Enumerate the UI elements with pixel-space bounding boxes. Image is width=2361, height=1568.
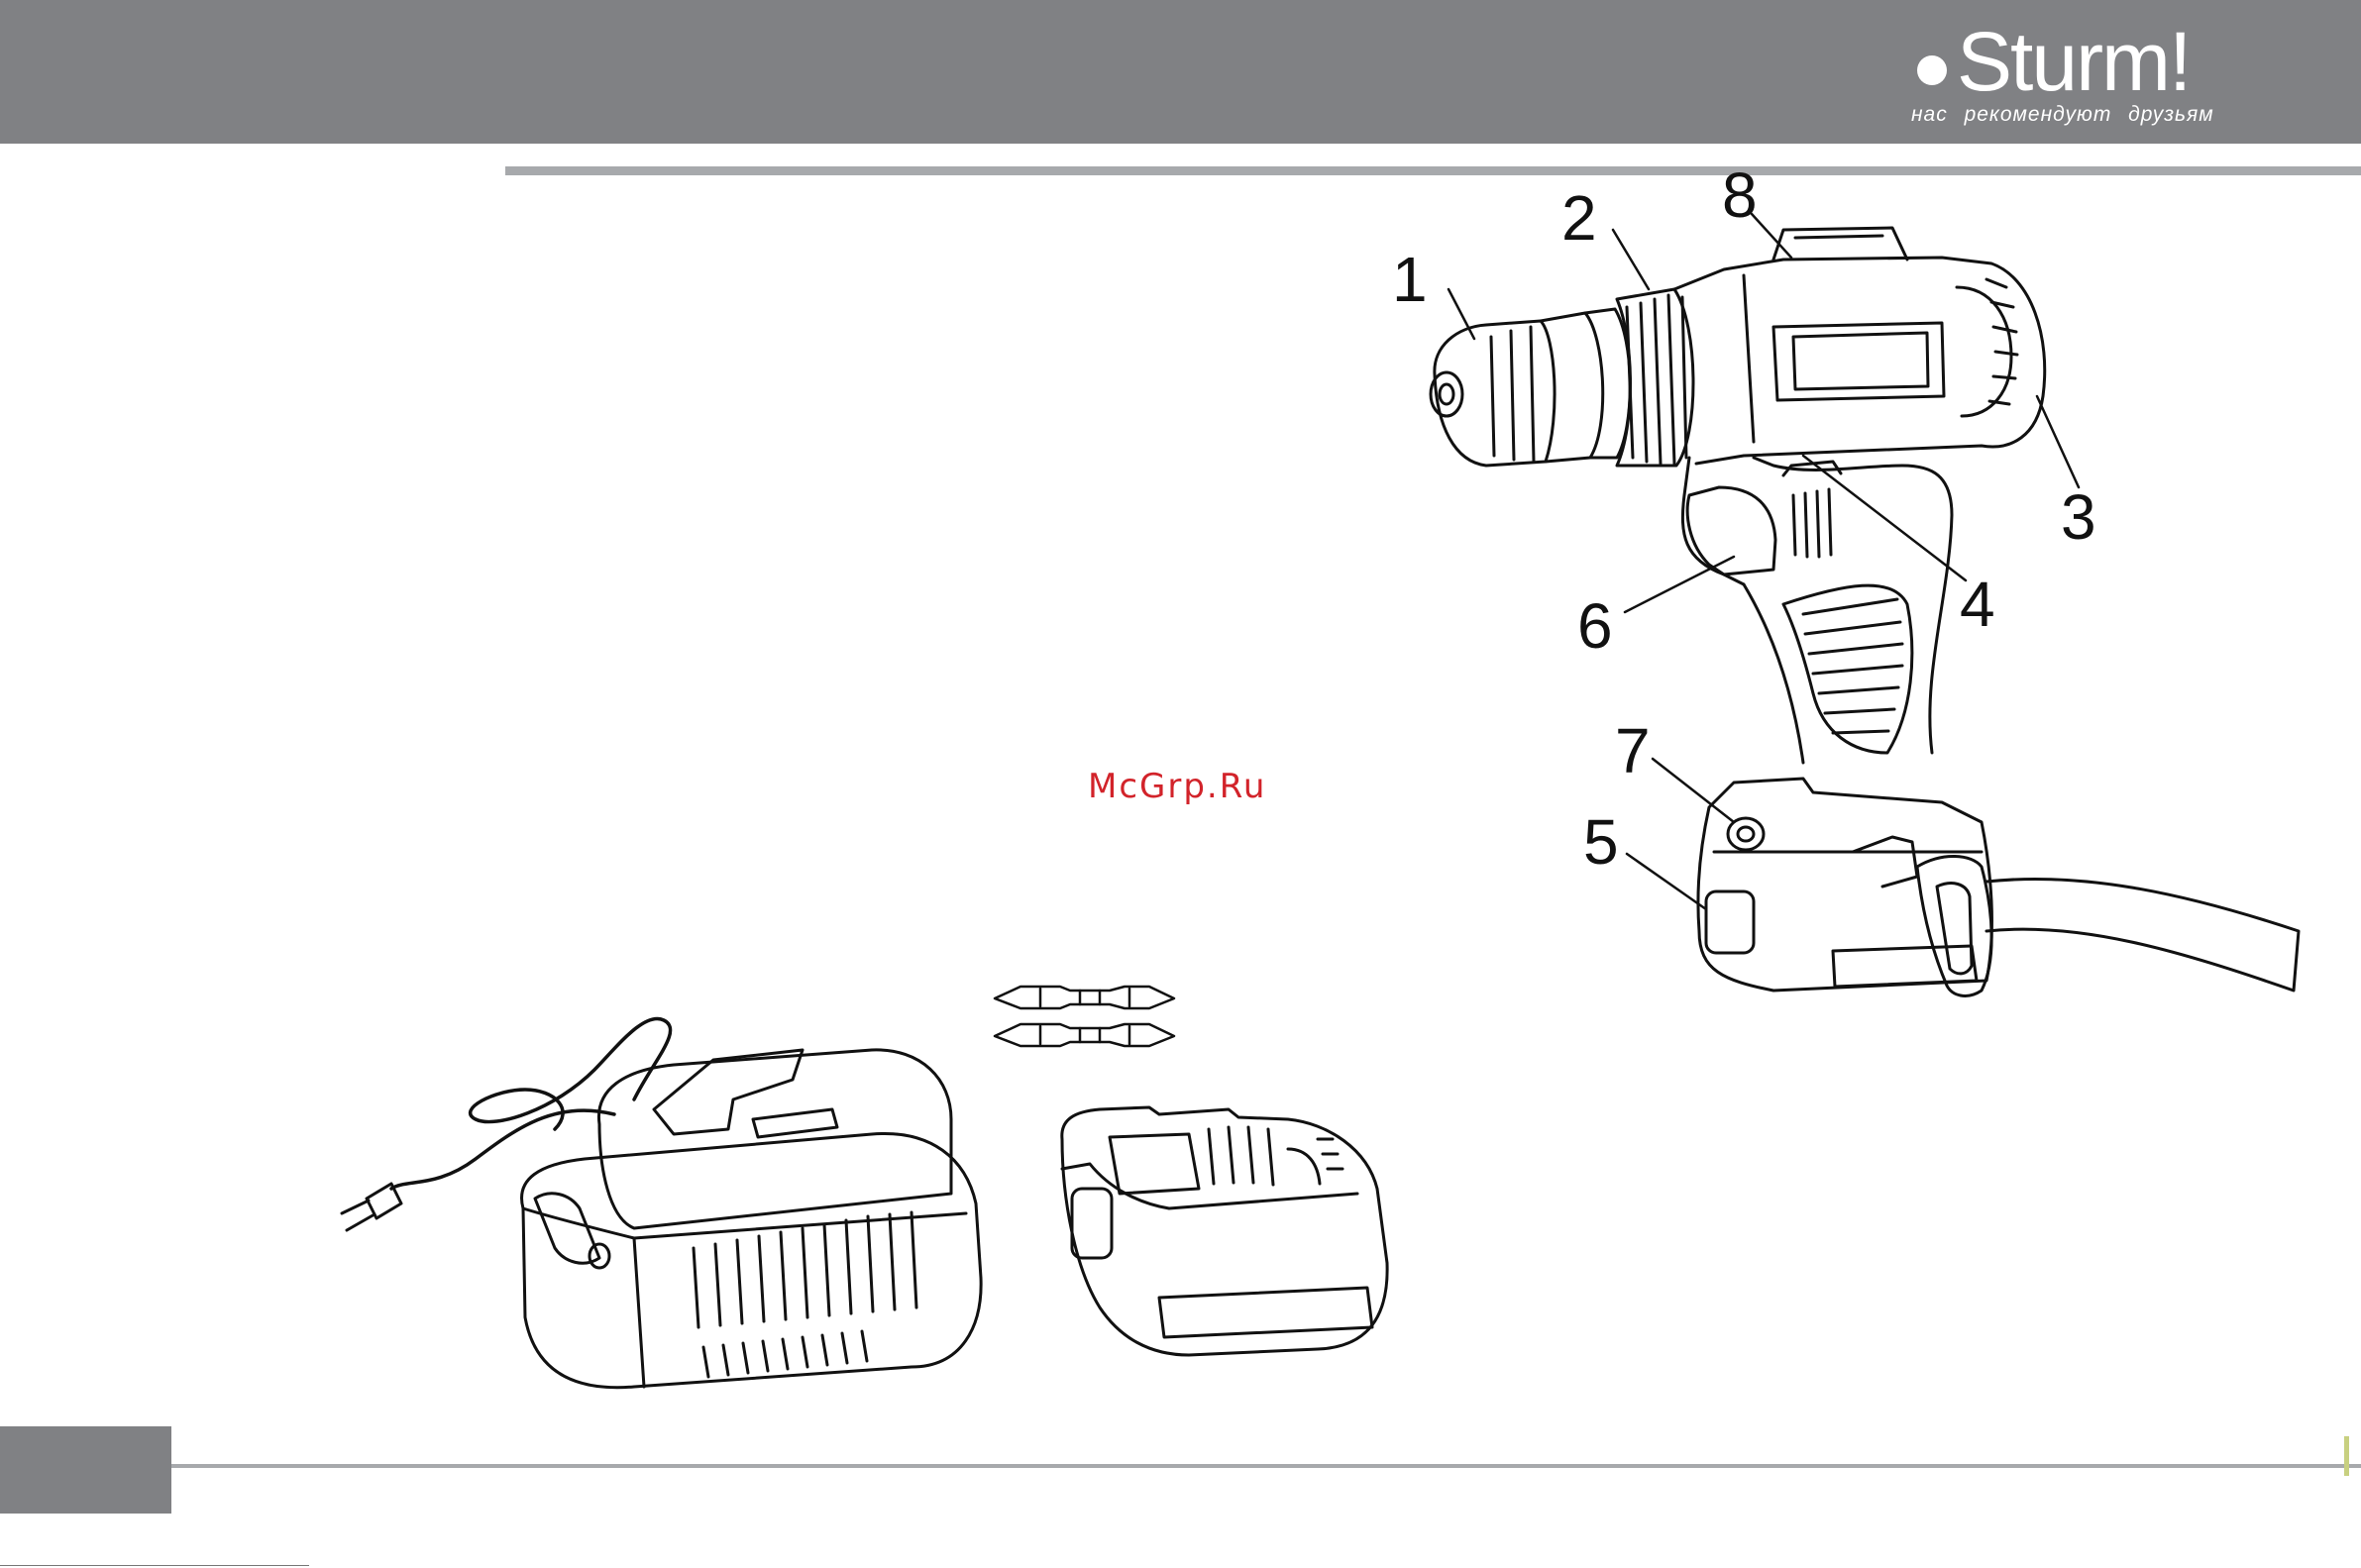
screwdriver-bit-icon	[995, 987, 1174, 1046]
callout-8: 8	[1722, 163, 1758, 227]
charger-icon	[342, 1018, 981, 1387]
callout-5: 5	[1583, 810, 1619, 874]
callout-4: 4	[1960, 573, 1995, 636]
battery-icon	[1062, 1107, 1387, 1355]
footnote-rule	[0, 1565, 309, 1566]
callout-3: 3	[2061, 485, 2096, 549]
drill-icon	[1431, 228, 2299, 995]
page-number-tab	[0, 1426, 171, 1514]
callout-leaders	[1449, 214, 2079, 909]
callout-6: 6	[1577, 594, 1613, 658]
watermark-text: McGrp.Ru	[1088, 767, 1266, 806]
callout-2: 2	[1561, 186, 1597, 250]
callout-1: 1	[1392, 248, 1428, 311]
bottom-divider	[171, 1464, 2361, 1468]
callout-7: 7	[1615, 719, 1651, 783]
bottom-edge-mark	[2344, 1436, 2349, 1476]
